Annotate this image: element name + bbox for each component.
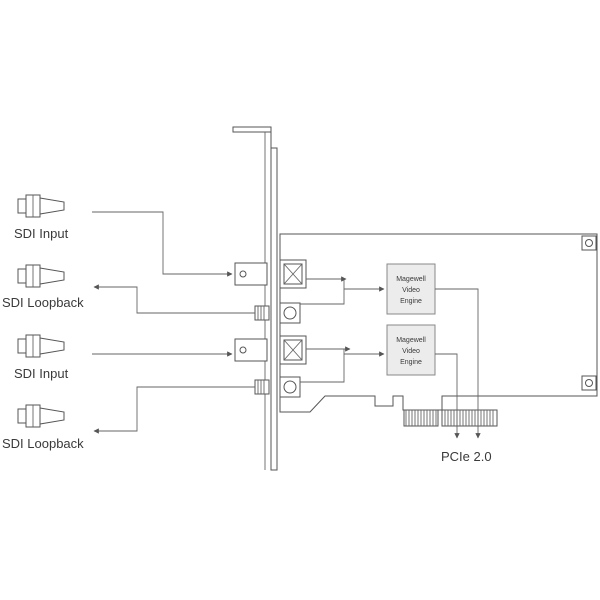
bnc-input-2 [234, 335, 307, 365]
video-engine-1: Magewell Video Engine [386, 263, 436, 315]
signal-line-loopback-2 [93, 386, 255, 434]
engine-2-line-1: Magewell [396, 337, 426, 344]
port-label-1: SDI Input [14, 226, 69, 241]
pcb-board [279, 233, 598, 413]
port-label-3: SDI Input [14, 366, 69, 381]
port-label-4: SDI Loopback [2, 436, 84, 451]
signal-line-engine1-to-pcie [435, 288, 481, 439]
bnc-connector-icon-3 [17, 334, 65, 358]
signal-line-ch1-loop [300, 289, 345, 305]
bnc-connector-icon-4 [17, 404, 65, 428]
port-label-2: SDI Loopback [2, 295, 84, 310]
engine-2-line-3: Engine [400, 359, 422, 366]
sma-loopback-2 [254, 376, 301, 398]
pcie-label: PCIe 2.0 [441, 449, 492, 464]
signal-line-ch2-loop [300, 354, 345, 383]
mounting-hole-top [581, 235, 597, 251]
video-engine-2: Magewell Video Engine [386, 324, 436, 376]
signal-line-loopback-1 [93, 284, 255, 314]
mounting-hole-bottom [581, 375, 597, 391]
bnc-connector-icon-2 [17, 264, 65, 288]
signal-line-engine2-to-pcie [435, 353, 460, 439]
mounting-bracket [232, 126, 278, 471]
bnc-connector-icon-1 [17, 194, 65, 218]
signal-line-input-1 [92, 211, 233, 277]
pcie-edge-connector-large [441, 409, 498, 427]
sma-loopback-1 [254, 302, 301, 324]
pcie-edge-connector-small [403, 409, 439, 427]
bnc-input-1 [234, 259, 307, 289]
engine-1-line-2: Video [402, 287, 420, 294]
engine-1-line-3: Engine [400, 298, 422, 305]
engine-2-line-2: Video [402, 348, 420, 355]
engine-1-line-1: Magewell [396, 276, 426, 283]
